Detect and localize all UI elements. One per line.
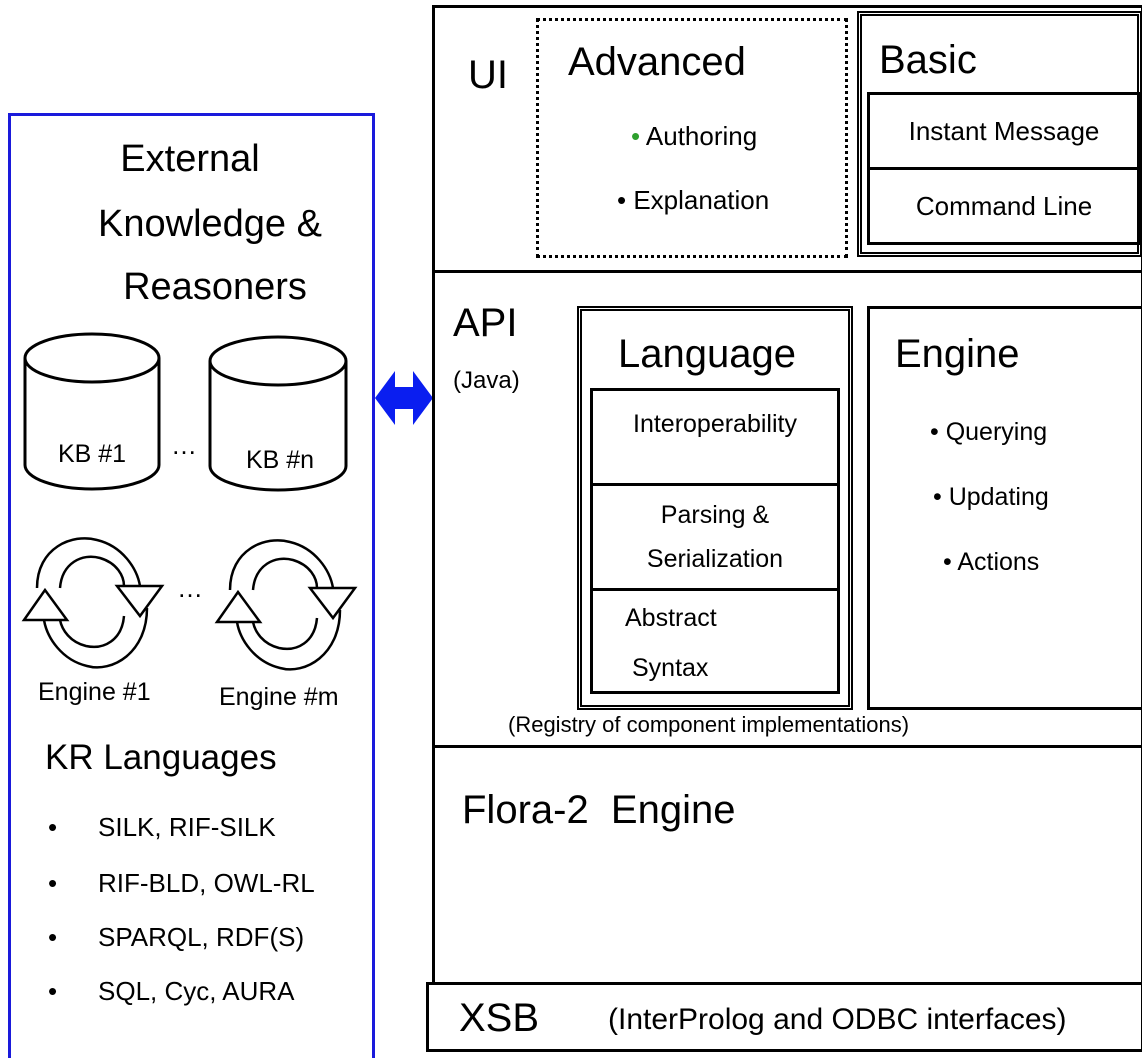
abstract-syntax-box: [590, 588, 840, 694]
parsing-serialization-box: [590, 483, 840, 591]
instant-message-box: Instant Message: [867, 92, 1141, 170]
external-panel: [8, 113, 375, 1058]
kb-cylinder-n: [208, 335, 348, 492]
list-item: RIF-BLD, OWL-RL: [98, 868, 315, 898]
api-sublabel: (Java): [453, 367, 520, 394]
bullet-icon: •: [617, 185, 627, 215]
kb-n-label: KB #n: [245, 446, 315, 474]
engine-1-label: Engine #1: [38, 678, 151, 706]
command-line-label: Command Line: [915, 191, 1093, 221]
list-bullet: •: [48, 812, 58, 842]
advanced-ui-panel: [536, 18, 848, 258]
list-bullet: •: [48, 868, 58, 898]
engine-m-label: Engine #m: [219, 683, 339, 711]
external-title-line1: External: [120, 138, 260, 180]
list-bullet: •: [48, 976, 58, 1006]
kb-1-label: KB #1: [57, 440, 127, 468]
list-item: SILK, RIF-SILK: [98, 812, 276, 842]
command-line-box: Command Line: [867, 167, 1141, 245]
kb-cylinder-1: [23, 332, 161, 491]
flora-layer: [432, 745, 1142, 985]
instant-message-label: Instant Message: [908, 116, 1100, 146]
list-item: SPARQL, RDF(S): [98, 922, 305, 952]
engine-item-querying: • Querying: [930, 418, 1048, 446]
list-item: SQL, Cyc, AURA: [98, 976, 295, 1006]
interoperability-label: Interoperability: [633, 410, 797, 438]
advanced-item-authoring: • Authoring: [631, 123, 757, 149]
flora-label: Flora-2 Engine: [462, 788, 736, 832]
external-title-line2: Knowledge &: [98, 203, 322, 245]
double-arrow-icon: [375, 371, 433, 425]
basic-title: Basic: [879, 38, 977, 82]
syntax-label: Syntax: [632, 654, 709, 682]
abstract-label: Abstract: [625, 604, 717, 632]
engine-item-updating: • Updating: [933, 483, 1049, 511]
engine-item-actions: • Actions: [943, 548, 1040, 576]
kb-ellipsis: …: [171, 430, 197, 460]
engine-ellipsis: …: [177, 573, 203, 603]
authoring-label: Authoring: [645, 121, 758, 151]
xsb-label: XSB: [459, 996, 540, 1040]
explanation-label: Explanation: [633, 185, 770, 215]
kr-languages-title: KR Languages: [45, 738, 277, 777]
engine-cycle-icon-m: [214, 539, 358, 671]
green-bullet-icon: •: [631, 121, 641, 151]
xsb-note: (InterProlog and ODBC interfaces): [608, 1003, 1067, 1036]
advanced-title: Advanced: [568, 40, 746, 84]
serialization-label: Serialization: [646, 545, 784, 573]
list-bullet: •: [48, 922, 58, 952]
external-title-line3: Reasoners: [123, 266, 307, 308]
ui-label: UI: [468, 53, 508, 97]
engine-cycle-icon-1: [21, 537, 165, 669]
advanced-item-explanation: • Explanation: [617, 187, 769, 213]
api-label: API: [453, 301, 518, 345]
registry-note: (Registry of component implementations): [508, 712, 910, 737]
engine-api-title: Engine: [895, 332, 1020, 376]
parsing-label: Parsing &: [660, 501, 770, 529]
language-title: Language: [618, 332, 796, 376]
language-panel: [577, 306, 853, 710]
